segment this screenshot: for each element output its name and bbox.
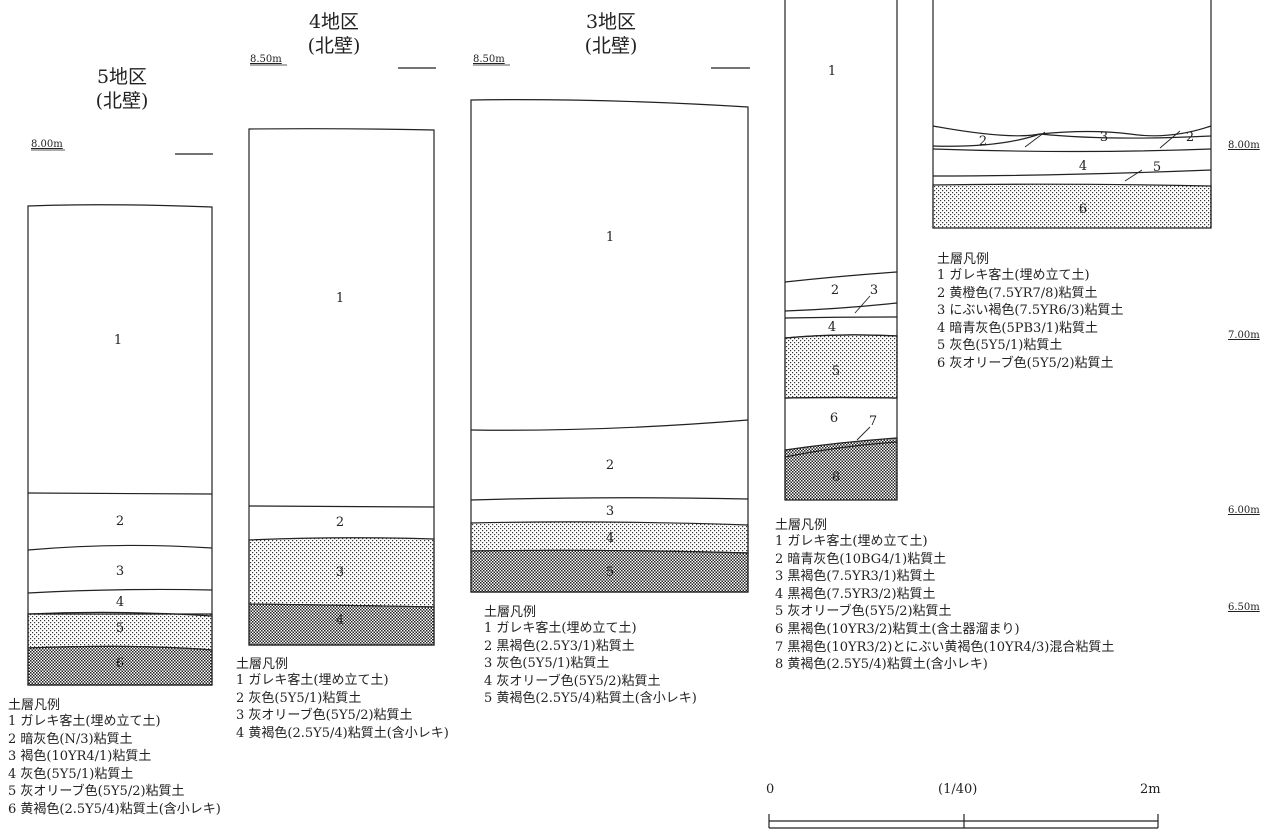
section-3-layer-label: 5 <box>605 565 615 580</box>
section-4-layer-label: 4 <box>335 613 345 628</box>
legend-item: 2 暗青灰色(10BG4/1)粘質土 <box>775 551 947 567</box>
section-4-layer-label: 2 <box>335 515 345 530</box>
legend-item: 4 暗青灰色(5PB3/1)粘質土 <box>937 320 1099 336</box>
section-3-layer-label: 3 <box>605 504 615 519</box>
section-2-layer-label: 7 <box>868 414 878 429</box>
section-3-legend-title: 土層凡例 <box>484 605 537 620</box>
legend-item: 3 灰オリーブ色(5Y5/2)粘質土 <box>236 708 413 724</box>
section-1-layer-label: 3 <box>1099 130 1109 145</box>
section-2-layer-label: 6 <box>829 411 839 426</box>
legend-item: 3 にぶい褐色(7.5YR6/3)粘質土 <box>937 303 1124 319</box>
section-2-layer-label: 8 <box>831 470 841 485</box>
section-5-layer-label: 4 <box>115 595 125 610</box>
legend-item: 6 灰オリーブ色(5Y5/2)粘質土 <box>937 355 1114 371</box>
legend-item: 4 灰色(5Y5/1)粘質土 <box>8 766 134 782</box>
section-5-profile <box>27 149 213 686</box>
scale-zero-label: 0 <box>766 782 775 797</box>
section-5-layer-label: 1 <box>113 333 123 348</box>
elevation-label: 6.50m <box>1228 602 1260 613</box>
legend-item: 3 黒褐色(7.5YR3/1)粘質土 <box>775 569 936 585</box>
legend-item: 5 灰オリーブ色(5Y5/2)粘質土 <box>775 604 952 620</box>
section-5-layer-label: 2 <box>115 514 125 529</box>
section-1-legend: 1 ガレキ客土(埋め立て土) 2 黄橙色(7.5YR7/8)粘質土 3 にぶい褐… <box>937 267 1124 373</box>
section-5-layer-label: 5 <box>115 621 125 636</box>
section-4-layer-label: 3 <box>335 565 345 580</box>
scale-bar <box>768 814 1159 829</box>
section-3-elevation: 8.50m <box>473 54 505 65</box>
section-5-layer-label: 6 <box>115 656 125 671</box>
legend-item: 1 ガレキ客土(埋め立て土) <box>775 534 928 549</box>
legend-item: 1 ガレキ客土(埋め立て土) <box>236 673 389 688</box>
legend-item: 5 灰色(5Y5/1)粘質土 <box>937 338 1063 354</box>
section-1-profile <box>932 0 1212 229</box>
section-3-layer-label: 2 <box>605 458 615 473</box>
section-3-profile <box>470 64 750 593</box>
legend-item: 2 黒褐色(2.5Y3/1)粘質土 <box>484 638 635 654</box>
legend-item: 1 ガレキ客土(埋め立て土) <box>937 268 1090 283</box>
scale-end-label: 2m <box>1140 782 1161 797</box>
section-2-layer-label: 3 <box>869 283 879 298</box>
section-4-profile <box>248 64 436 646</box>
section-3-layer-label: 4 <box>605 531 615 546</box>
section-1-layer-label: 4 <box>1078 159 1088 174</box>
legend-item: 2 暗灰色(N/3)粘質土 <box>8 731 133 747</box>
legend-item: 2 黄橙色(7.5YR7/8)粘質土 <box>937 285 1098 301</box>
section-4-legend-title: 土層凡例 <box>236 657 289 672</box>
section-1-layer-label: 2 <box>978 134 988 149</box>
section-2-legend: 1 ガレキ客土(埋め立て土) 2 暗青灰色(10BG4/1)粘質土 3 黒褐色(… <box>775 533 1114 674</box>
legend-item: 8 黄褐色(2.5Y5/4)粘質土(含小レキ) <box>775 657 988 673</box>
section-4-layer-label: 1 <box>335 291 345 306</box>
section-5-legend-title: 土層凡例 <box>8 698 61 713</box>
section-5-layer-label: 3 <box>115 564 125 579</box>
section-1-layer-label: 6 <box>1078 202 1088 217</box>
section-4-title: 4地区 (北壁) <box>307 11 361 57</box>
section-5-title: 5地区 (北壁) <box>95 66 149 112</box>
legend-item: 5 黄褐色(2.5Y5/4)粘質土(含小レキ) <box>484 691 697 707</box>
section-3-title: 3地区 (北壁) <box>584 11 638 57</box>
section-5-legend: 1 ガレキ客土(埋め立て土) 2 暗灰色(N/3)粘質土 3 褐色(10YR4/… <box>8 713 221 819</box>
section-5-elevation: 8.00m <box>31 139 63 150</box>
legend-item: 4 黄褐色(2.5Y5/4)粘質土(含小レキ) <box>236 725 449 741</box>
section-4-legend: 1 ガレキ客土(埋め立て土) 2 灰色(5Y5/1)粘質土 3 灰オリーブ色(5… <box>236 672 449 742</box>
legend-item: 1 ガレキ客土(埋め立て土) <box>8 714 161 729</box>
section-1-legend-title: 土層凡例 <box>937 252 990 267</box>
scale-ratio-label: (1/40) <box>938 782 978 797</box>
section-3-legend: 1 ガレキ客土(埋め立て土) 2 黒褐色(2.5Y3/1)粘質土 3 灰色(5Y… <box>484 620 697 708</box>
legend-item: 2 灰色(5Y5/1)粘質土 <box>236 690 362 706</box>
section-4-elevation: 8.50m <box>250 54 282 65</box>
section-2-layer-label: 2 <box>830 283 840 298</box>
section-2-layer-label: 5 <box>831 364 841 379</box>
legend-item: 3 褐色(10YR4/1)粘質土 <box>8 749 152 765</box>
legend-item: 6 黒褐色(10YR3/2)粘質土(含土器溜まり) <box>775 621 1020 637</box>
legend-item: 6 黄褐色(2.5Y5/4)粘質土(含小レキ) <box>8 801 221 817</box>
section-2-layer-label: 1 <box>827 64 837 79</box>
section-1-layer-label: 5 <box>1152 160 1162 175</box>
elevation-label: 6.00m <box>1228 505 1260 516</box>
legend-item: 1 ガレキ客土(埋め立て土) <box>484 621 637 636</box>
section-1-layer-label: 2 <box>1185 130 1195 145</box>
section-2-layer-label: 4 <box>827 320 837 335</box>
elevation-label: 8.00m <box>1228 140 1260 151</box>
legend-item: 4 黒褐色(7.5YR3/2)粘質土 <box>775 586 936 602</box>
legend-item: 4 灰オリーブ色(5Y5/2)粘質土 <box>484 673 661 689</box>
elevation-label: 7.00m <box>1228 330 1260 341</box>
legend-item: 3 灰色(5Y5/1)粘質土 <box>484 656 610 672</box>
section-2-legend-title: 土層凡例 <box>775 518 828 533</box>
section-2-profile <box>784 0 898 501</box>
legend-item: 5 灰オリーブ色(5Y5/2)粘質土 <box>8 784 185 800</box>
section-3-layer-label: 1 <box>605 230 615 245</box>
legend-item: 7 黒褐色(10YR3/2)とにぶい黄褐色(10YR4/3)混合粘質土 <box>775 639 1115 655</box>
